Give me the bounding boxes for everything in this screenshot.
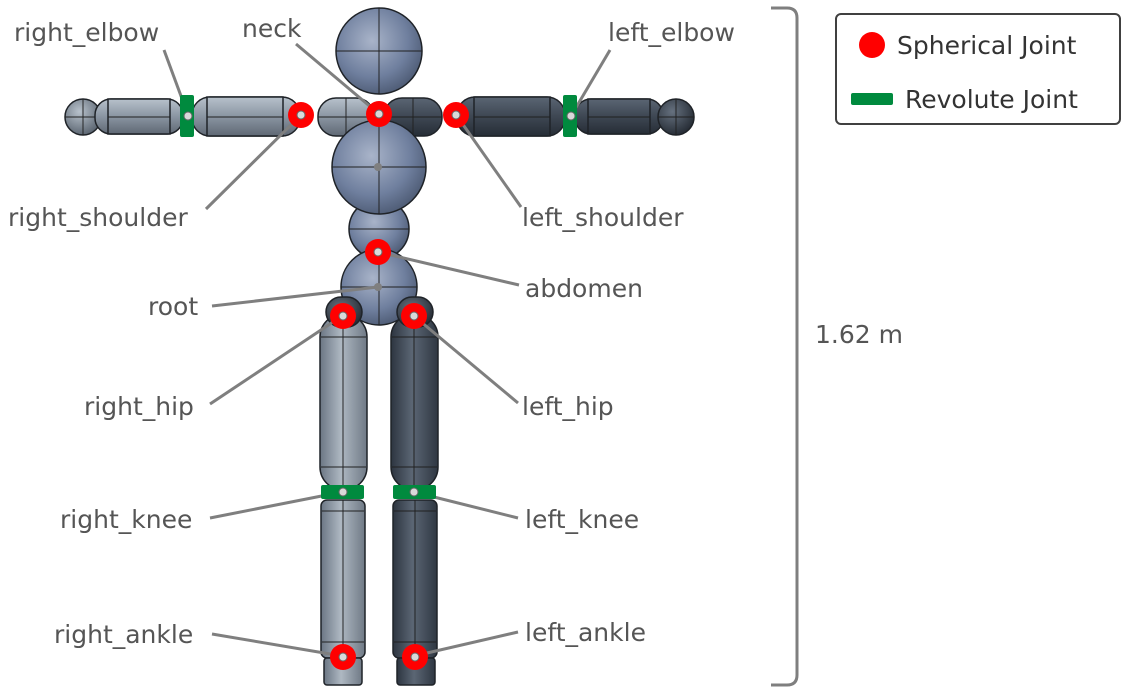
leader-left-hip (413, 314, 519, 405)
legend-revolute-label: Revolute Joint (905, 84, 1078, 114)
label-abdomen: abdomen (525, 274, 643, 303)
right-hip-joint (330, 303, 356, 329)
height-label: 1.62 m (815, 320, 903, 349)
left-leg (390, 313, 439, 686)
spherical-joint-icon (859, 32, 885, 58)
leader-right-ankle (211, 632, 343, 658)
joint-labels: right_elbow neck left_elbow right_should… (8, 14, 735, 649)
label-left-elbow: left_elbow (608, 18, 735, 47)
leader-right-shoulder (204, 114, 302, 211)
leader-root (211, 285, 379, 308)
label-right-knee: right_knee (60, 505, 192, 534)
label-right-shoulder: right_shoulder (8, 203, 188, 232)
label-neck: neck (242, 14, 302, 43)
leader-left-ankle (413, 630, 519, 658)
leader-abdomen (377, 250, 520, 287)
spherical-joints (288, 101, 469, 670)
root-marker (374, 283, 382, 291)
neck-joint (366, 101, 392, 127)
leader-right-knee (209, 490, 343, 520)
revolute-joint-icon (851, 93, 893, 105)
center-markers (374, 163, 382, 291)
right-shoulder-joint (288, 102, 314, 128)
legend: Spherical Joint Revolute Joint (835, 13, 1121, 125)
left-shoulder-joint (443, 102, 469, 128)
leader-left-elbow (569, 49, 612, 117)
left-ankle-joint (402, 644, 428, 670)
leader-neck (295, 42, 380, 116)
revolute-joints (180, 95, 577, 499)
legend-spherical-label: Spherical Joint (897, 30, 1077, 60)
leader-left-shoulder (455, 115, 523, 208)
legend-item-spherical: Spherical Joint (837, 25, 1076, 65)
label-left-hip: left_hip (522, 392, 614, 421)
right-arm (64, 96, 301, 137)
left-arm (456, 96, 695, 137)
label-right-ankle: right_ankle (54, 620, 193, 649)
chest-marker (374, 163, 382, 171)
leader-right-hip (209, 314, 343, 406)
right-leg (319, 313, 368, 686)
label-right-hip: right_hip (84, 392, 194, 421)
label-left-knee: left_knee (525, 505, 639, 534)
label-root: root (148, 292, 198, 321)
abdomen-joint (365, 239, 391, 265)
head (335, 7, 423, 95)
label-left-shoulder: left_shoulder (522, 203, 684, 232)
left-hip-joint (401, 303, 427, 329)
legend-item-revolute: Revolute Joint (837, 79, 1078, 119)
label-left-ankle: left_ankle (525, 618, 646, 647)
height-bracket: 1.62 m (771, 6, 903, 687)
label-right-elbow: right_elbow (14, 18, 159, 47)
torso (331, 119, 427, 326)
right-ankle-joint (330, 644, 356, 670)
